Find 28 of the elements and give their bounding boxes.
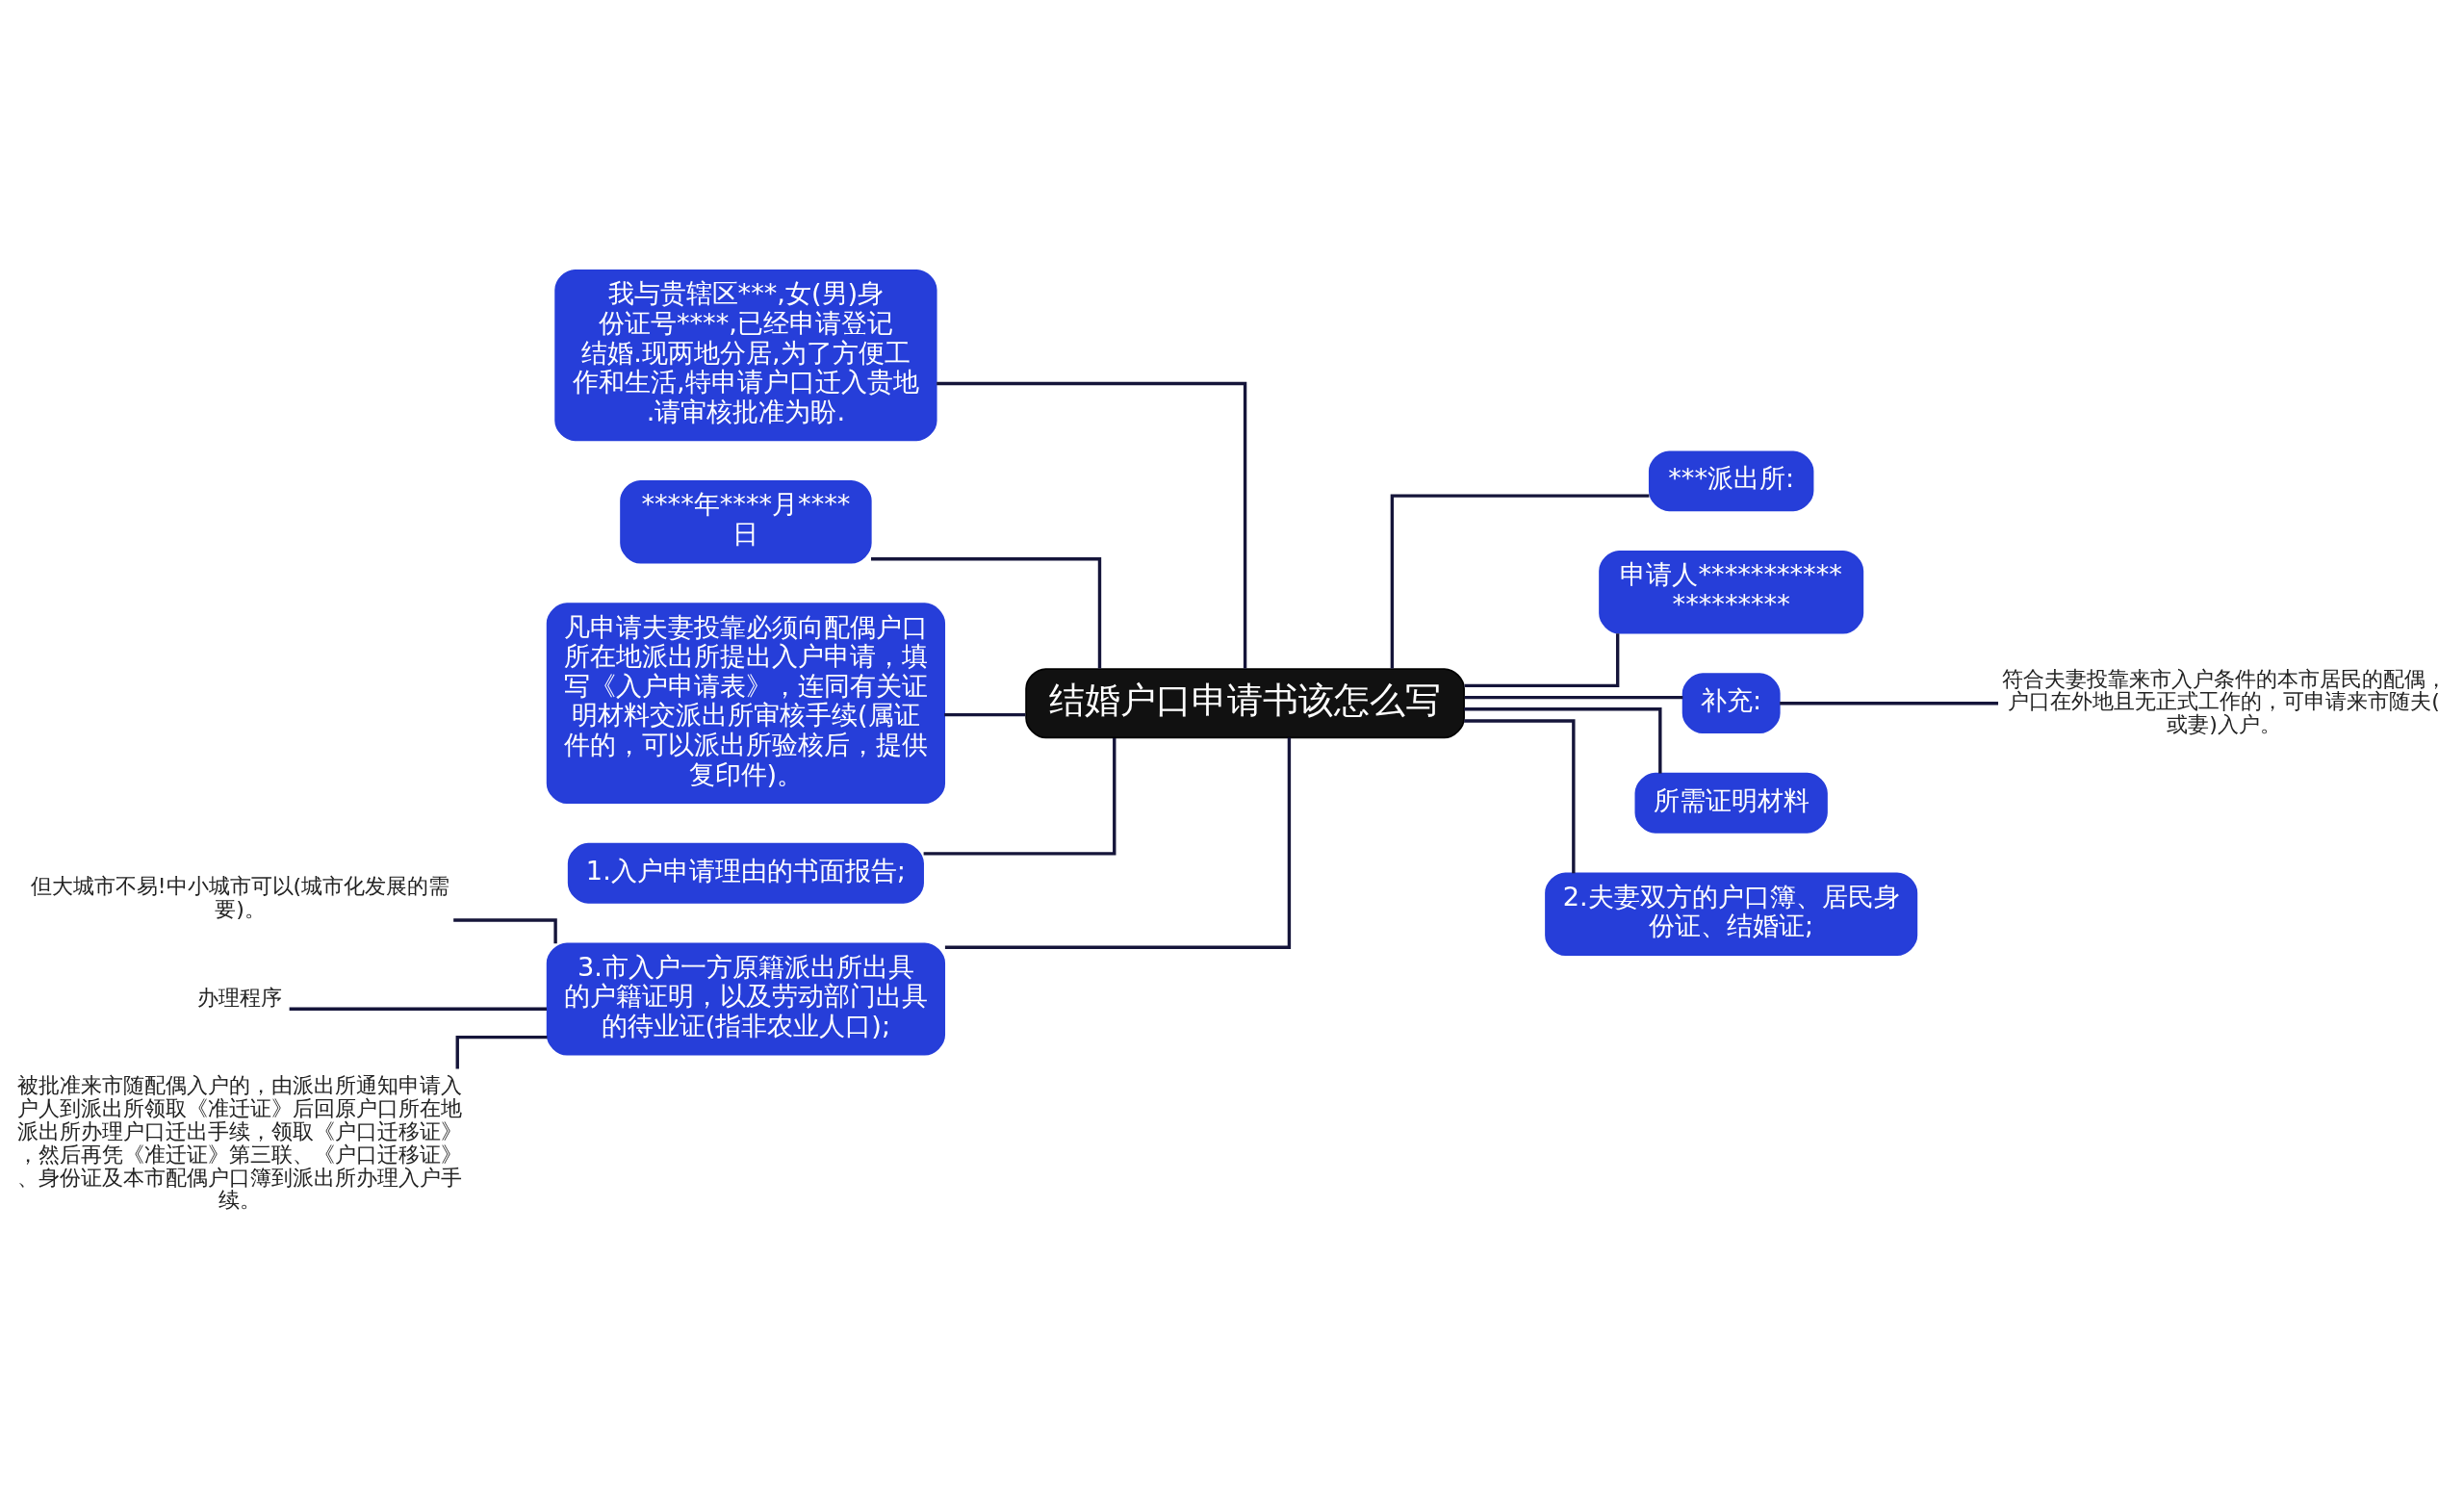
connector: [1464, 706, 1662, 773]
connector: [1464, 695, 1683, 699]
connector: [944, 712, 1026, 716]
node-box: 1.入户申请理由的书面报告;: [567, 842, 924, 904]
connector: [1464, 632, 1620, 687]
connector: [871, 556, 1102, 668]
connector: [1390, 493, 1650, 669]
node-text: 但大城市不易!中小城市可以(城市化发展的需要)。: [30, 873, 450, 921]
node-text: 办理程序: [197, 985, 283, 1010]
node-box: 结婚户口申请书该怎么写: [1025, 667, 1465, 738]
node-box: 所需证明材料: [1634, 772, 1828, 834]
node-box: ***派出所:: [1648, 449, 1814, 511]
connector: [923, 737, 1116, 856]
node-box: 补充:: [1681, 672, 1781, 733]
connector: [453, 917, 557, 943]
node-box: 申请人********************: [1599, 550, 1864, 634]
node-text: 被批准来市随配偶入户的，由派出所通知申请入户人到派出所领取《准迁证》后回原户口所在地派出所办理户口迁出手续，领取《户口迁移证》，然后再凭《准迁证》第三联、《户口迁移证》、身份证及本市配偶户口簿到派出所办理入户手续。: [17, 1072, 463, 1212]
node-text: 符合夫妻投靠来市入户条件的本市居民的配偶，户口在外地且无正式工作的，可申请来市随夫(或妻)入户。: [2001, 666, 2447, 736]
connector: [1780, 701, 1999, 705]
node-box: 凡申请夫妻投靠必须向配偶户口所在地派出所提出入户申请，填写《入户申请表》，连同有关证明材料交派出所审核手续(属证件的，可以派出所验核后，提供复印件)。: [546, 602, 946, 804]
connector: [1464, 718, 1576, 873]
connector: [289, 1007, 547, 1011]
node-box: ****年****月****日: [620, 479, 872, 564]
connector: [944, 737, 1292, 949]
node-box: 3.市入户一方原籍派出所出具的户籍证明，以及劳动部门出具的待业证(指非农业人口);: [546, 941, 946, 1056]
node-box: 2.夫妻双方的户口簿、居民身份证、结婚证;: [1545, 871, 1918, 956]
node-box: 我与贵辖区***,女(男)身份证号****,已经申请登记结婚.现两地分居,为了方便工作和生活,特申请户口迁入贵地.请审核批准为盼.: [554, 269, 937, 441]
connector: [937, 381, 1247, 669]
